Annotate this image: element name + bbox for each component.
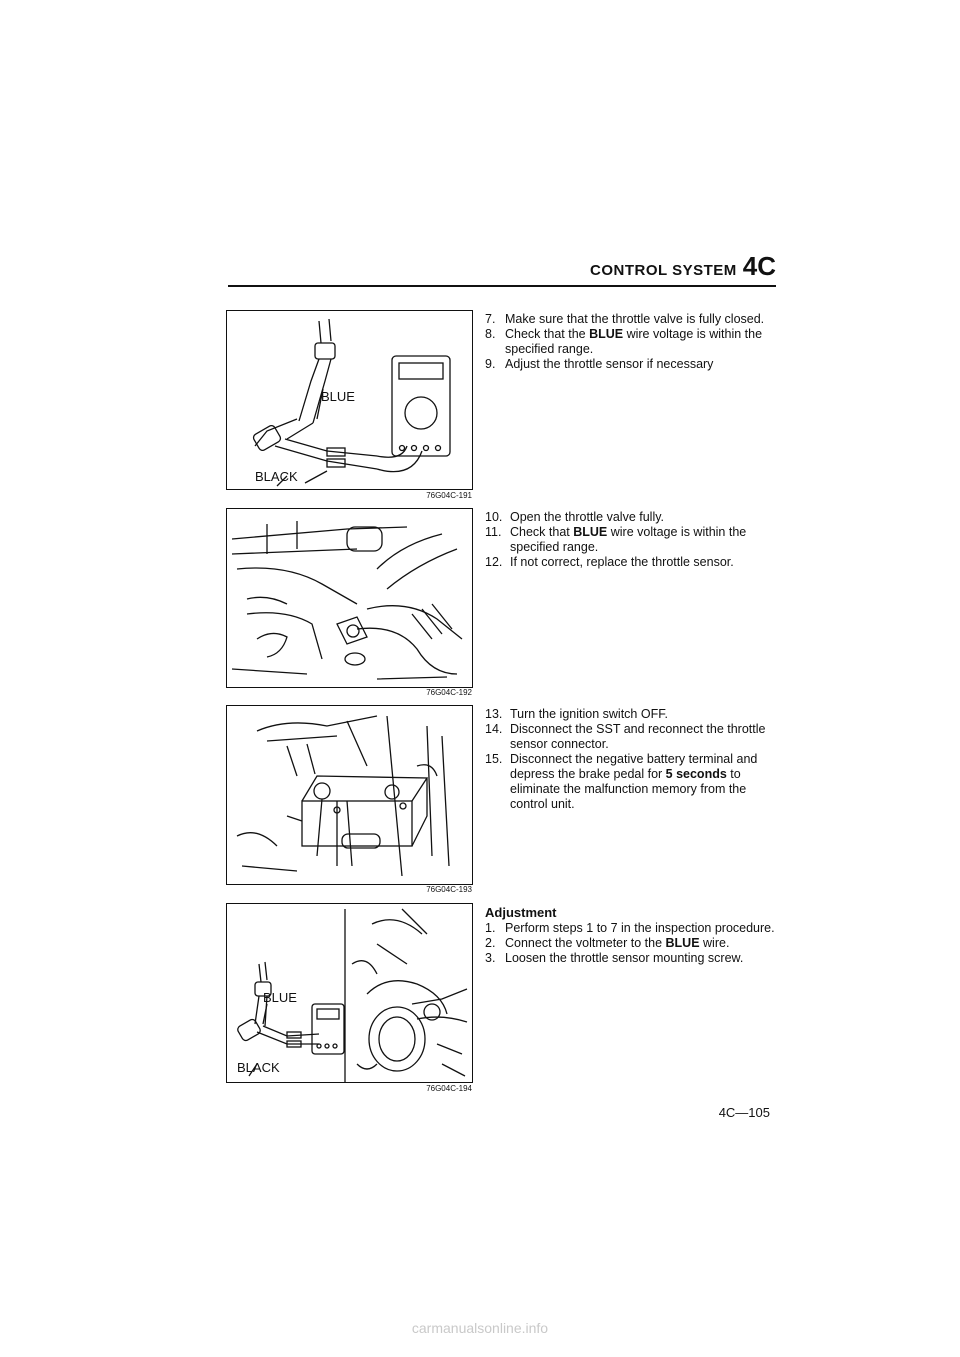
step-number: 14.	[485, 722, 503, 736]
step-13: 13. Turn the ignition switch OFF.	[485, 707, 780, 722]
step-number: 7.	[485, 312, 496, 326]
step-12: 12. If not correct, replace the throttle …	[485, 555, 780, 570]
adj-step-3: 3. Loosen the throttle sensor mounting sc…	[485, 951, 780, 966]
steps-block-2: 10. Open the throttle valve fully. 11. Che…	[485, 510, 780, 570]
step-14: 14. Disconnect the SST and reconnect the …	[485, 722, 780, 752]
step-text: If not correct, replace the throttle sen…	[510, 555, 734, 569]
step-text: Connect the voltmeter to the	[505, 936, 666, 950]
step-text: Disconnect the negative battery terminal…	[510, 752, 758, 781]
adj-step-2: 2. Connect the voltmeter to the BLUE wire…	[485, 936, 780, 951]
step-text: Perform steps 1 to 7 in the inspection p…	[505, 921, 775, 935]
step-text: wire.	[699, 936, 730, 950]
page-header: CONTROL SYSTEM 4C	[228, 251, 776, 287]
step-text: Disconnect the SST and reconnect the thr…	[510, 722, 766, 751]
step-7: 7. Make sure that the throttle valve is f…	[485, 312, 780, 327]
page-number: 4C—105	[718, 1105, 770, 1120]
figure-3-battery	[226, 705, 473, 885]
step-emphasis: BLUE	[589, 327, 624, 341]
step-emphasis: 5 seconds	[665, 767, 727, 781]
section-title: CONTROL SYSTEM	[590, 262, 737, 279]
step-text: Check that	[510, 525, 574, 539]
label-blue: BLUE	[263, 990, 297, 1005]
step-number: 11.	[485, 525, 502, 539]
figure-2-code: 76G04C-192	[426, 688, 472, 697]
figure-4-adjustment: BLUE BLACK	[226, 903, 473, 1083]
step-number: 15.	[485, 752, 503, 766]
step-text: Turn the ignition switch OFF.	[510, 707, 668, 721]
label-black: BLACK	[255, 469, 298, 484]
steps-block-1: 7. Make sure that the throttle valve is f…	[485, 312, 780, 372]
header-title: CONTROL SYSTEM 4C	[590, 251, 776, 282]
steps-block-4: Adjustment 1. Perform steps 1 to 7 in the…	[485, 905, 780, 966]
step-number: 10.	[485, 510, 503, 524]
step-10: 10. Open the throttle valve fully.	[485, 510, 780, 525]
step-text: Loosen the throttle sensor mounting scre…	[505, 951, 744, 965]
step-11: 11. Check that BLUE wire voltage is withi…	[485, 525, 780, 555]
figure-4-code: 76G04C-194	[426, 1084, 472, 1093]
step-emphasis: BLUE	[573, 525, 608, 539]
step-text: wire voltage is within the specified ran…	[505, 327, 763, 356]
step-number: 1.	[485, 921, 496, 935]
adj-step-1: 1. Perform steps 1 to 7 in the inspection…	[485, 921, 780, 936]
step-number: 9.	[485, 357, 496, 371]
steps-block-3: 13. Turn the ignition switch OFF. 14. Disc…	[485, 707, 780, 812]
adjustment-heading: Adjustment	[485, 905, 557, 920]
figure-3-code: 76G04C-193	[426, 885, 472, 894]
step-text: wire voltage is within the specified ran…	[510, 525, 747, 554]
step-number: 12.	[485, 555, 503, 569]
step-number: 8.	[485, 327, 496, 341]
step-text: Make sure that the throttle valve is ful…	[505, 312, 765, 326]
label-blue: BLUE	[321, 389, 355, 404]
figure-1-multimeter-check: BLUE BLACK	[226, 310, 473, 490]
step-number: 2.	[485, 936, 496, 950]
footer-watermark: carmanualsonline.info	[411, 1320, 549, 1336]
step-8: 8. Check that the BLUE wire voltage is wi…	[485, 327, 780, 357]
step-emphasis: BLUE	[665, 936, 700, 950]
step-text: to eliminate the malfunction memory from…	[510, 767, 747, 811]
figure-2-throttle-valve	[226, 508, 473, 688]
step-15: 15. Disconnect the negative battery termi…	[485, 752, 780, 812]
step-text: Adjust the throttle sensor if necessary	[505, 357, 714, 371]
chapter-code: 4C	[742, 251, 776, 281]
step-text: Check that the	[505, 327, 590, 341]
step-number: 13.	[485, 707, 503, 721]
figure-1-code: 76G04C-191	[426, 491, 472, 500]
step-9: 9. Adjust the throttle sensor if necessar…	[485, 357, 780, 372]
label-black: BLACK	[237, 1060, 280, 1075]
step-number: 3.	[485, 951, 496, 965]
step-text: Open the throttle valve fully.	[510, 510, 665, 524]
header-rule	[228, 285, 776, 287]
